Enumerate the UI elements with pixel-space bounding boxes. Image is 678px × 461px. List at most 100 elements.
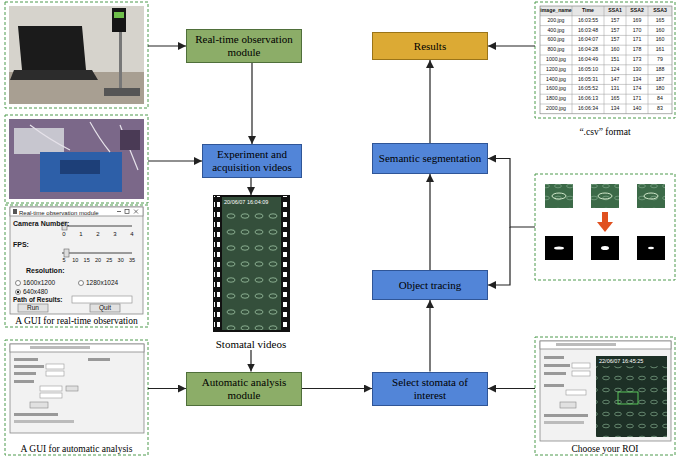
box-label: Experiment and acquisition videos (207, 148, 297, 174)
results-table (535, 2, 675, 118)
table-cell: 171 (626, 35, 648, 45)
gui-label: Camera Number: (13, 219, 69, 228)
roi-window (544, 364, 570, 367)
flow-arrow (302, 388, 372, 389)
video-timestamp: 22/06/07 16:45:25 (599, 358, 643, 365)
leader-arrow (148, 160, 202, 161)
box-label: Automatic analysis module (191, 376, 297, 402)
gui-window (90, 304, 120, 312)
segmentation-samples (597, 222, 613, 232)
gui-label: 4 (126, 230, 138, 238)
gui-window (5, 340, 148, 455)
box-label: Select stomata of interest (377, 376, 483, 402)
gui-window (64, 249, 69, 257)
table-cell: 1000.jpg (540, 55, 572, 65)
video-filmstrip (222, 197, 281, 330)
segmentation-samples (554, 246, 564, 249)
gui-label: 10 (69, 257, 81, 264)
table-cell: 160 (648, 35, 672, 45)
table-cell: 174 (626, 84, 648, 94)
flow-arrow (250, 350, 251, 372)
video-timestamp: 20/06/07 16:04:09 (224, 199, 268, 206)
table-cell: 1600.jpg (540, 84, 572, 94)
table-cell: 16:04:49 (572, 55, 604, 65)
setup-photo (5, 2, 148, 108)
gui-window (62, 222, 67, 230)
table-cell: 165 (604, 94, 626, 104)
table-cell: 1200.jpg (540, 65, 572, 75)
gui-window (5, 340, 148, 455)
roi-window (596, 366, 667, 437)
segmentation-samples (591, 236, 619, 260)
gui-window (16, 281, 21, 286)
table-cell: 180 (648, 84, 672, 94)
flow-arrow (250, 178, 251, 195)
segmentation-samples (637, 184, 665, 208)
video-filmstrip (214, 196, 220, 331)
gui-window (10, 207, 143, 314)
table-cell: 134 (626, 75, 648, 85)
gui-label: Resolution: (26, 266, 65, 275)
gui-window (14, 420, 74, 423)
gui-window (13, 209, 17, 214)
roi-window (618, 392, 638, 404)
gui-window (10, 207, 143, 216)
gui-window (72, 296, 132, 303)
box-label: Object tracing (399, 279, 462, 292)
roi-window (535, 337, 675, 455)
figure-caption: Choose your ROI (571, 444, 638, 455)
experiment-photo (5, 115, 148, 203)
table-cell: 134 (604, 104, 626, 114)
roi-window (544, 372, 566, 375)
table-cell: 187 (648, 75, 672, 85)
table-cell: 151 (604, 55, 626, 65)
gui-label: 640x480 (23, 288, 48, 296)
roi-window (540, 341, 671, 349)
table-cell: 173 (626, 55, 648, 65)
results-table (540, 6, 672, 16)
roi-window (596, 356, 667, 437)
roi-window (566, 390, 586, 395)
video-filmstrip (213, 195, 290, 332)
gui-window (30, 346, 90, 349)
table-cell: 79 (648, 55, 672, 65)
setup-photo (9, 72, 144, 104)
box-label: Semantic segmentation (379, 152, 481, 165)
gui-window (117, 211, 121, 212)
gui-window (14, 365, 44, 368)
gui-window (14, 372, 36, 375)
table-cell: 16:03:48 (572, 26, 604, 36)
gui-window (134, 210, 138, 214)
table-cell: 131 (604, 84, 626, 94)
setup-photo (5, 2, 148, 108)
experiment-photo (30, 122, 138, 170)
leader-arrow (148, 46, 535, 285)
table-cell: 147 (604, 75, 626, 85)
module-box: Automatic analysis module (186, 372, 302, 406)
gui-label: 0 (58, 230, 70, 238)
table-cell: image_name (540, 6, 572, 16)
gui-window (62, 225, 132, 227)
table-cell: 157 (604, 35, 626, 45)
gui-window (46, 371, 64, 376)
gui-window (14, 380, 34, 383)
gui-label: 3 (109, 230, 121, 238)
process-box: Select stomata of interest (372, 372, 488, 406)
experiment-photo (14, 128, 64, 154)
table-cell: 170 (626, 26, 648, 36)
gui-label: 35 (126, 257, 138, 264)
table-cell: 16:05:52 (572, 84, 604, 94)
gui-label: 20 (92, 257, 104, 264)
gui-window (5, 205, 148, 327)
segmentation-samples (637, 236, 665, 260)
setup-photo (119, 22, 122, 92)
gui-window (30, 402, 48, 408)
table-cell: 161 (648, 45, 672, 55)
gui-window (17, 291, 19, 293)
experiment-photo (40, 152, 122, 192)
setup-photo (112, 8, 126, 32)
flow-arrow (488, 45, 535, 46)
roi-window (560, 402, 576, 408)
table-cell: SSA2 (626, 6, 648, 16)
setup-photo (114, 12, 124, 18)
